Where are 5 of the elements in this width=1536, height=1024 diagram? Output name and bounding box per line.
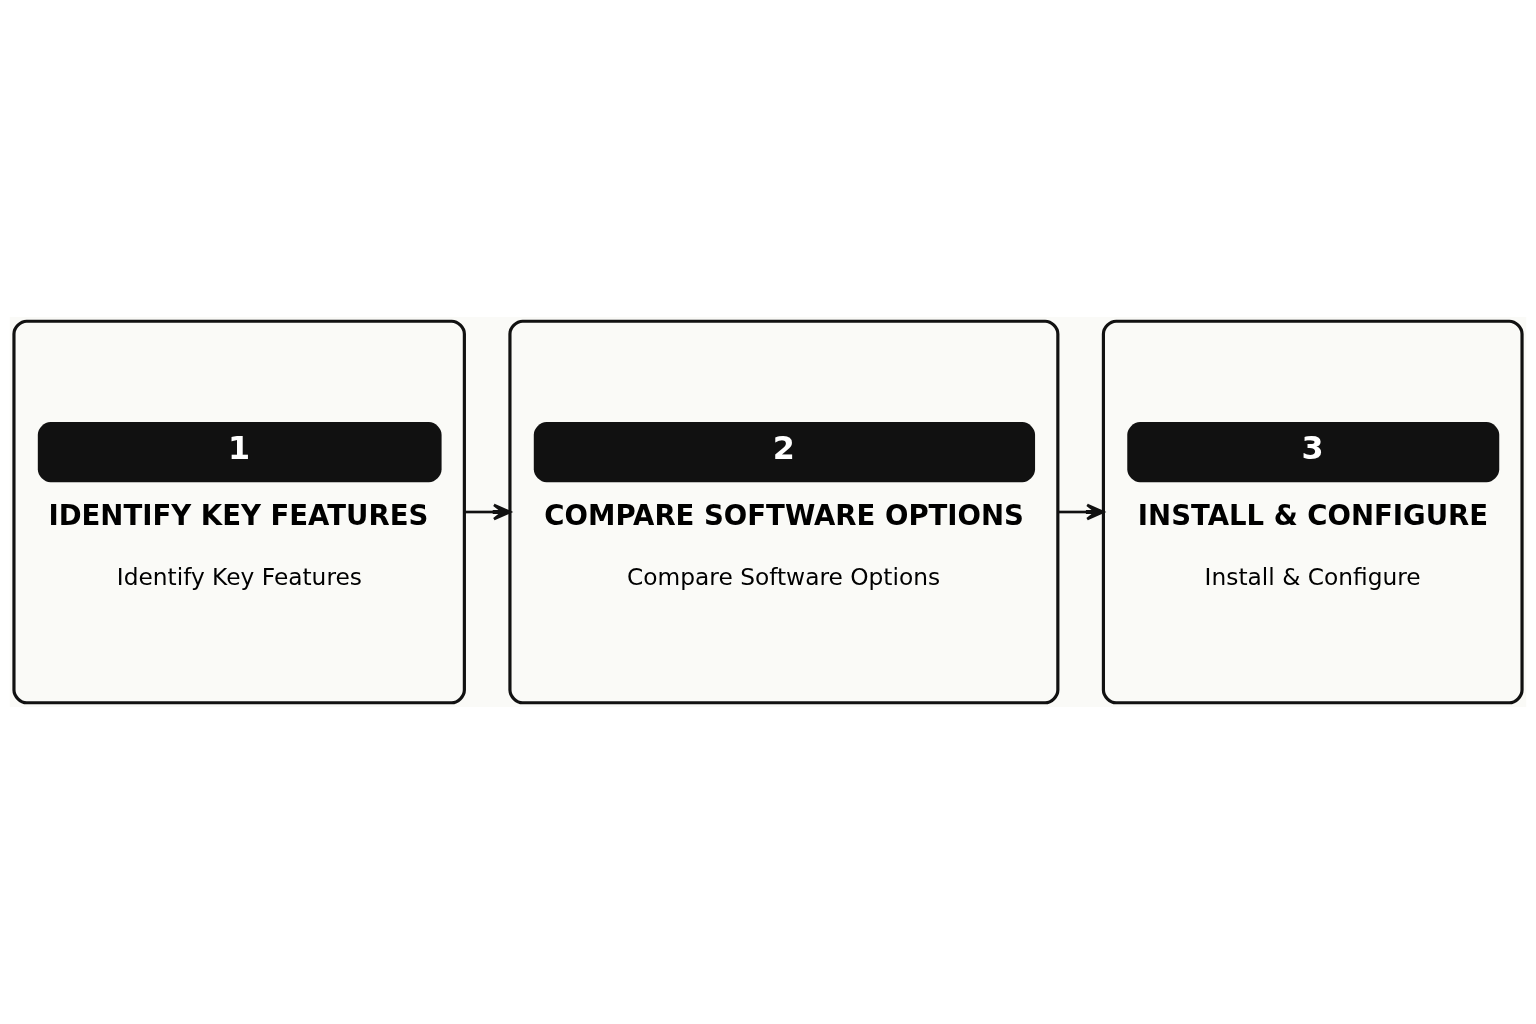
node-box: 2 COMPARE SOFTWARE OPTIONS Compare Software Options [508,319,1060,705]
arrow [1057,503,1105,521]
arrow [464,503,512,521]
node-box: 3 INSTALL & CONFIGURE Install & Configure [1101,319,1524,705]
node-box: 1 IDENTIFY KEY FEATURES Identify Key Features [12,319,466,705]
